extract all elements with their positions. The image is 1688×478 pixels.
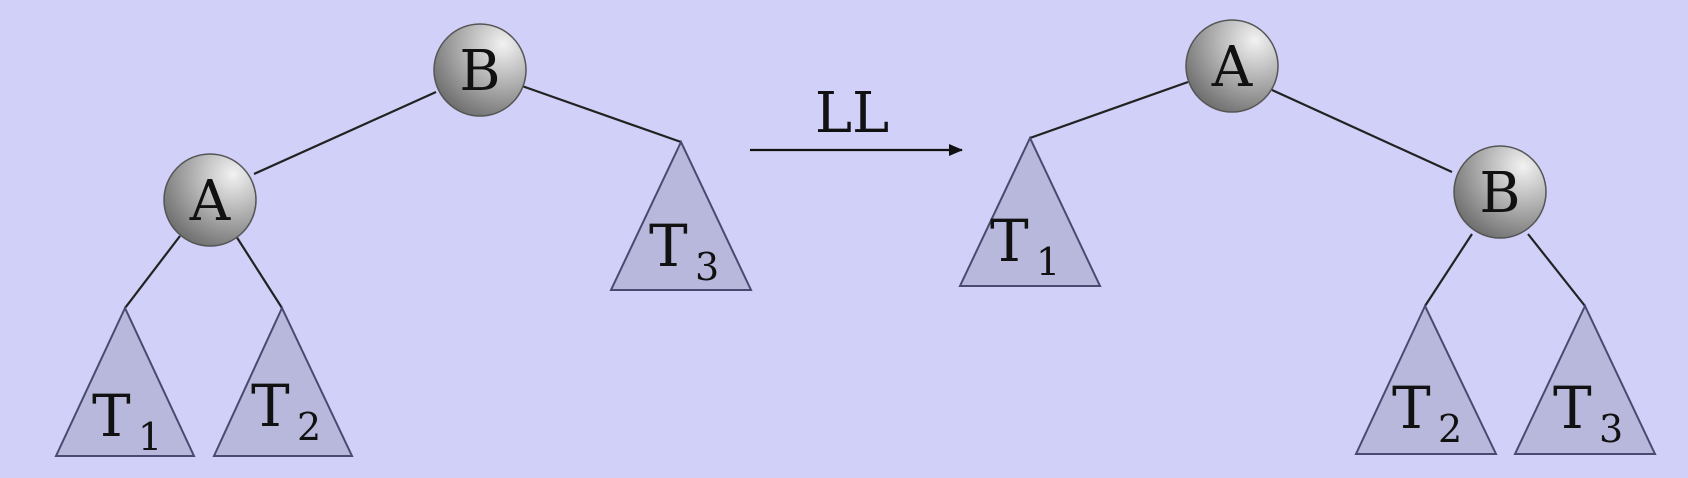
rotation-arrow: LL	[750, 81, 963, 156]
after-tree: T 1 T 2 T 3 A B	[958, 19, 1657, 455]
subtree-t1-letter: T	[92, 382, 131, 450]
subtree-t2-subscript: 2	[297, 405, 321, 449]
edge-a-t1-after	[1029, 80, 1189, 140]
subtree-t2-letter: T	[251, 372, 290, 440]
subtree-t3-subscript: 3	[695, 245, 719, 289]
subtree-t1-before: T 1	[54, 305, 196, 459]
node-b-after: B	[1453, 145, 1547, 239]
subtree-t3-letter: T	[649, 212, 688, 280]
subtree-t2-after-subscript: 2	[1438, 407, 1462, 451]
subtree-t3-after-subscript: 3	[1599, 407, 1623, 451]
node-a-before: A	[163, 153, 257, 247]
edge-a-b-after	[1271, 88, 1453, 174]
before-tree: T 1 T 2 T 3 B A	[54, 23, 753, 459]
edge-b-a	[253, 90, 437, 176]
subtree-t1-after-subscript: 1	[1036, 240, 1060, 284]
subtree-t1-after-letter: T	[990, 207, 1029, 275]
node-b-label: B	[459, 39, 500, 104]
rotation-label: LL	[815, 81, 889, 146]
edge-a-t1	[124, 235, 181, 309]
edge-a-t2	[235, 235, 283, 309]
subtree-t3-before: T 3	[609, 139, 753, 291]
subtree-t1-after: T 1	[958, 135, 1102, 287]
edge-b-t3-after	[1527, 233, 1586, 307]
node-a-after-label: A	[1211, 35, 1253, 100]
subtree-t1-subscript: 1	[138, 415, 162, 459]
subtree-t2-after: T 2	[1354, 303, 1498, 455]
subtree-t2-after-letter: T	[1392, 374, 1431, 442]
edge-b-t2-after	[1424, 233, 1473, 307]
node-b-before: B	[433, 23, 527, 117]
node-a-label: A	[189, 169, 231, 234]
node-b-after-label: B	[1479, 161, 1520, 226]
subtree-t3-after: T 3	[1513, 303, 1657, 455]
node-a-after: A	[1185, 19, 1279, 113]
subtree-t3-after-letter: T	[1553, 374, 1592, 442]
subtree-t2-before: T 2	[212, 305, 354, 457]
edge-b-t3	[521, 84, 682, 144]
